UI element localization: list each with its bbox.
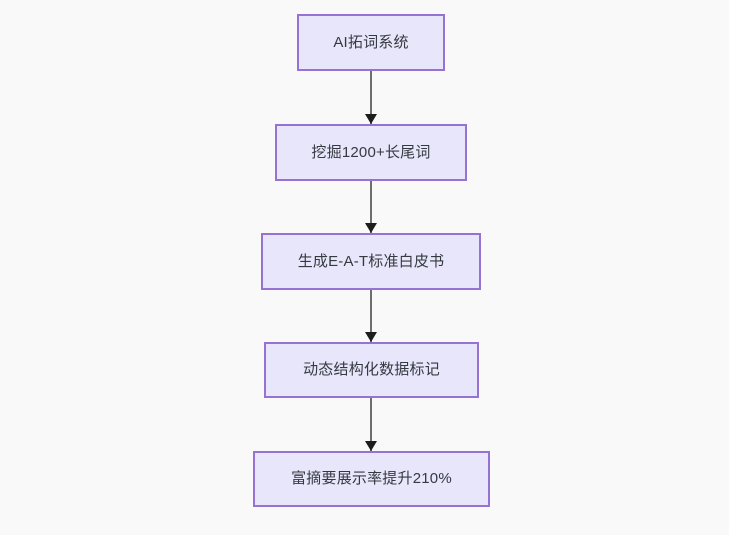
edge-line xyxy=(370,71,372,124)
arrowhead-icon xyxy=(365,441,377,451)
flow-node-label: 挖掘1200+长尾词 xyxy=(311,143,431,161)
arrowhead-icon xyxy=(365,332,377,342)
flow-node-label: 富摘要展示率提升210% xyxy=(291,470,452,487)
flow-node-mine-longtail-keywords[interactable]: 挖掘1200+长尾词 xyxy=(275,124,467,181)
arrowhead-icon xyxy=(365,223,377,233)
flow-node-label: 生成E-A-T标准白皮书 xyxy=(297,252,445,270)
flow-node-ai-keyword-system[interactable]: AI拓词系统 xyxy=(297,14,445,71)
arrowhead-icon xyxy=(365,114,377,124)
flow-node-generate-eat-whitepaper[interactable]: 生成E-A-T标准白皮书 xyxy=(261,233,481,290)
edge-line xyxy=(370,290,372,342)
flow-node-label: 动态结构化数据标记 xyxy=(303,361,440,378)
flow-node-dynamic-structured-data-markup[interactable]: 动态结构化数据标记 xyxy=(264,342,479,398)
flow-node-label: AI拓词系统 xyxy=(333,33,409,51)
flow-node-rich-snippet-impression-lift[interactable]: 富摘要展示率提升210% xyxy=(253,451,490,507)
edge-line xyxy=(370,398,372,451)
edge-line xyxy=(370,181,372,233)
